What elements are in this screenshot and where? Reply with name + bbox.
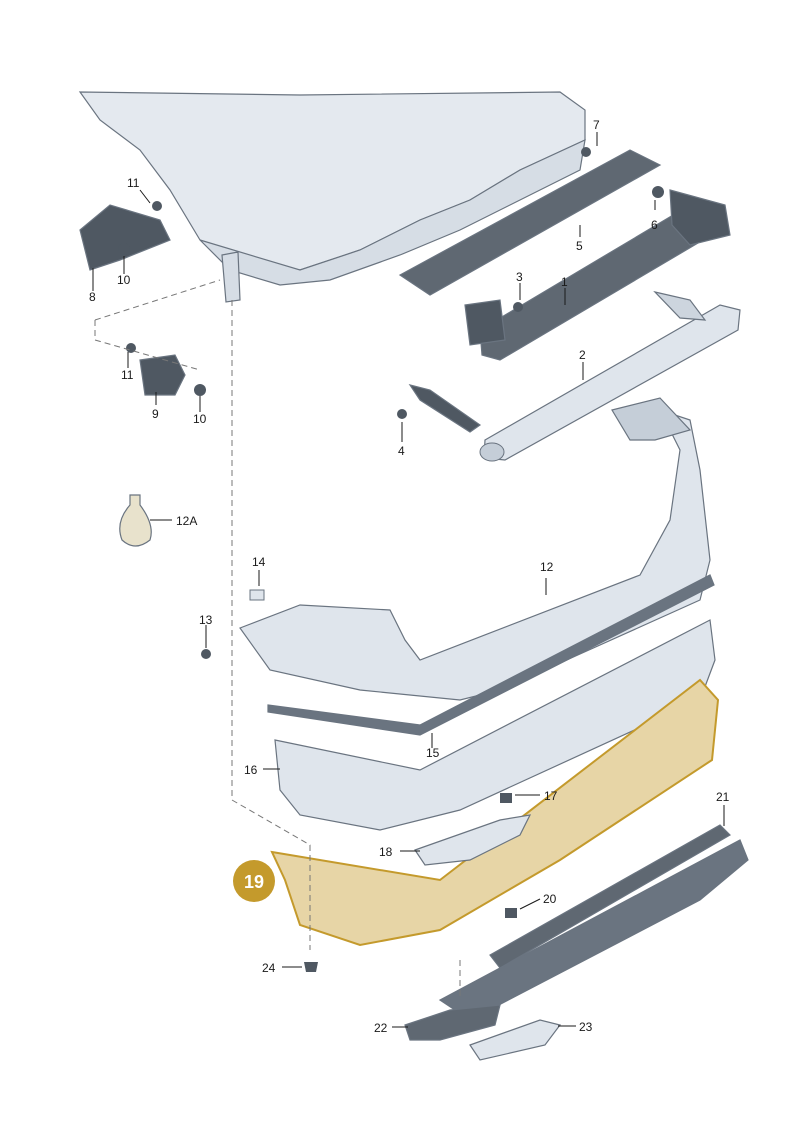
- fastener-11b: [126, 343, 136, 353]
- part-19-diffuser: [270, 678, 720, 947]
- callout-7: 7: [593, 118, 600, 132]
- part-16-lower-cover: [274, 619, 716, 831]
- fastener-20: [505, 908, 517, 918]
- callout-15: 15: [426, 746, 440, 760]
- leader-lines: [92, 132, 725, 1028]
- part-2-tube-end: [479, 442, 505, 462]
- fastener-11a: [152, 201, 162, 211]
- part-2-left-flange: [408, 384, 482, 433]
- callout-2: 2: [579, 348, 586, 362]
- callout-1: 1: [561, 275, 568, 289]
- part-9-bracket: [139, 354, 186, 396]
- part-21-strip: [489, 824, 731, 969]
- fastener-7: [581, 147, 591, 157]
- guide-line-left: [231, 300, 311, 950]
- guide-line-mid: [94, 279, 221, 321]
- fastener-24: [304, 962, 318, 972]
- callout-17: 17: [544, 789, 558, 803]
- fastener-13: [201, 649, 211, 659]
- callout-16: 16: [244, 763, 258, 777]
- part-2-right-flange: [653, 290, 707, 321]
- callout-13: 13: [199, 613, 213, 627]
- fastener-3: [513, 302, 523, 312]
- callout-3: 3: [516, 270, 523, 284]
- part-12a-pouch: [119, 494, 152, 547]
- part-23-trim: [469, 1019, 562, 1061]
- callout-6: 6: [651, 218, 658, 232]
- callout-8: 8: [89, 290, 96, 304]
- fastener-17: [500, 793, 512, 803]
- part-6-bracket: [669, 189, 731, 246]
- highlight-badge-label: 19: [244, 872, 264, 892]
- callout-18: 18: [379, 845, 393, 859]
- guide-line-mid2: [94, 320, 201, 371]
- part-12-top-edge: [611, 397, 692, 441]
- fastener-14: [249, 589, 265, 601]
- part-15-strip: [267, 574, 715, 736]
- callout-4: 4: [398, 444, 405, 458]
- part-8-bracket: [79, 204, 171, 271]
- callout-10a: 10: [117, 273, 131, 287]
- highlight-badge: [233, 860, 275, 902]
- callout-24: 24: [262, 961, 276, 975]
- callout-14: 14: [252, 555, 266, 569]
- callout-5: 5: [576, 239, 583, 253]
- part-22-trim: [404, 1004, 501, 1041]
- part-18-trim: [414, 814, 532, 866]
- part-5-strip: [398, 149, 662, 296]
- callout-10b: 10: [193, 412, 207, 426]
- callout-11a: 11: [127, 176, 140, 190]
- fastener-10a: [118, 243, 130, 255]
- fastener-6: [652, 186, 664, 198]
- body-mount-post: [221, 251, 241, 303]
- callout-22: 22: [374, 1021, 388, 1035]
- callout-12: 12: [540, 560, 554, 574]
- callout-9: 9: [152, 407, 159, 421]
- callout-21: 21: [716, 790, 730, 804]
- part-1-left-bracket: [464, 299, 506, 346]
- callout-20: 20: [543, 892, 557, 906]
- callout-12A: 12A: [176, 514, 197, 528]
- callout-11b: 11: [121, 368, 134, 382]
- fastener-10b: [194, 384, 206, 396]
- fastener-4: [397, 409, 407, 419]
- callout-23: 23: [579, 1020, 593, 1034]
